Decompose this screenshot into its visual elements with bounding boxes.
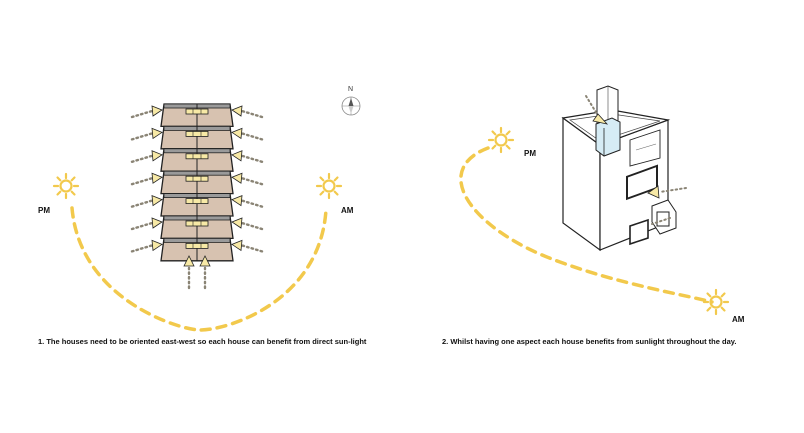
pm-label-left: PM [38,206,50,215]
light-arrow-west [130,239,163,253]
light-arrow-west [130,105,163,119]
light-arrow-south [183,255,195,290]
am-label-left: AM [341,206,354,215]
light-arrow-east [231,127,264,141]
light-arrow-roof [585,95,609,125]
sun-icon [487,126,515,154]
compass-label: N [348,86,354,93]
terrace-house [160,125,234,150]
terrace-house [160,103,234,128]
light-arrow-west [130,194,163,208]
light-arrow-balcony [651,217,671,225]
terrace-house [160,237,234,262]
pm-label-right: PM [524,149,536,158]
house-axonometric [561,85,677,252]
light-arrow-west [130,217,163,231]
am-label-right: AM [732,315,745,324]
sun-path-left [70,206,328,332]
terrace-house [160,170,234,195]
terrace-house [160,215,234,240]
sun-icon [315,172,343,200]
light-arrow-east [231,217,264,231]
light-arrow-east [231,172,264,186]
sun-icon [52,172,80,200]
terrace-house [160,148,234,172]
light-arrow-west [130,150,163,164]
sun-icon [702,288,730,316]
light-arrow-west [130,127,163,141]
compass-icon [341,96,361,116]
sun-path-right [459,146,714,304]
light-arrow-east [231,150,264,164]
light-arrow-window [647,185,687,199]
light-arrow-east [231,194,264,208]
light-arrow-south [199,255,211,290]
terrace-house [160,192,234,217]
light-arrow-west [130,172,163,186]
caption-left: 1. The houses need to be oriented east-w… [38,337,367,346]
light-arrow-east [231,105,264,119]
light-arrow-east [231,239,264,253]
caption-right: 2. Whilst having one aspect each house b… [442,337,737,346]
terrace-block [130,103,264,290]
